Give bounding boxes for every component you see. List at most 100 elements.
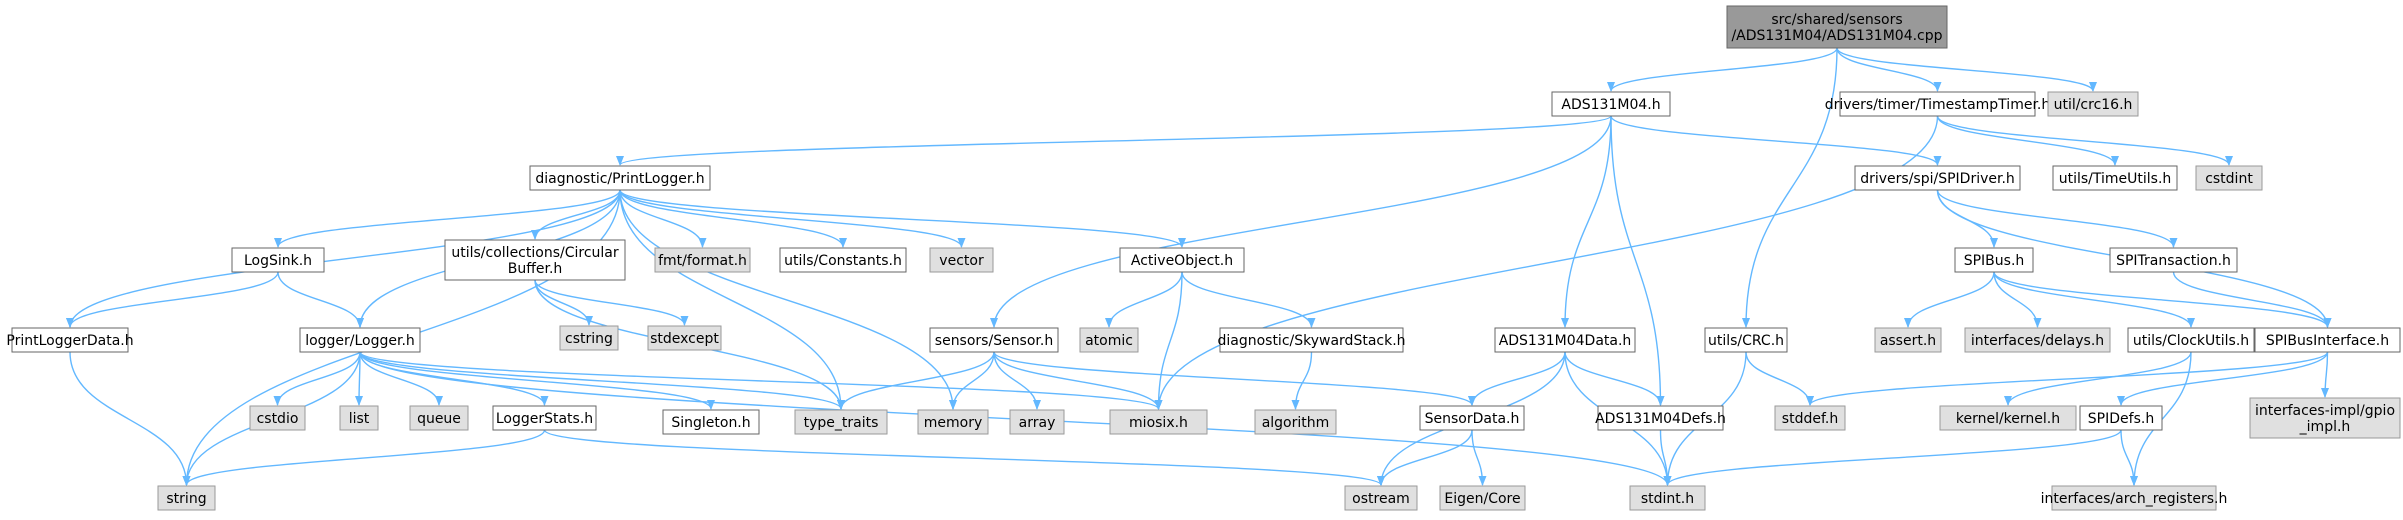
node-box-clockutils_h[interactable] <box>2127 327 2255 353</box>
node-string[interactable]: string <box>157 485 216 511</box>
node-box-kernel_h[interactable] <box>1939 405 2077 431</box>
node-box-ads131m04_h[interactable] <box>1551 91 1671 117</box>
node-box-cstdio[interactable] <box>249 405 306 431</box>
node-box-fmt_format_h[interactable] <box>654 247 751 273</box>
node-box-atomic[interactable] <box>1079 327 1139 353</box>
node-box-printloggerdata_h[interactable] <box>11 327 129 353</box>
node-spidriver_h[interactable]: drivers/spi/SPIDriver.h <box>1854 165 2021 191</box>
node-box-sensordata_h[interactable] <box>1419 405 1525 431</box>
node-list[interactable]: list <box>339 405 379 431</box>
node-box-gpio_impl_h[interactable] <box>2249 397 2401 439</box>
node-box-vector[interactable] <box>929 247 994 273</box>
node-singleton_h[interactable]: Singleton.h <box>662 409 760 435</box>
node-crc16_h[interactable]: util/crc16.h <box>2047 91 2139 117</box>
node-memory[interactable]: memory <box>917 409 989 435</box>
node-timeutils_h[interactable]: utils/TimeUtils.h <box>2052 165 2178 191</box>
node-box-miosix_h[interactable] <box>1109 409 1208 435</box>
node-box-ostream[interactable] <box>1344 485 1418 511</box>
node-box-type_traits[interactable] <box>794 409 888 435</box>
node-box-skywardstack_h[interactable] <box>1219 327 1404 353</box>
node-assert_h[interactable]: assert.h <box>1874 327 1942 353</box>
node-box-cstring[interactable] <box>559 325 619 351</box>
node-box-cstdint[interactable] <box>2195 165 2263 191</box>
node-printloggerdata_h[interactable]: PrintLoggerData.h <box>6 327 134 353</box>
node-box-stdint_h[interactable] <box>1629 485 1706 511</box>
node-box-singleton_h[interactable] <box>662 409 760 435</box>
node-box-stdexcept[interactable] <box>647 325 722 351</box>
node-eigen_core[interactable]: Eigen/Core <box>1439 485 1526 511</box>
node-box-spitransaction_h[interactable] <box>2109 247 2238 273</box>
node-stddef_h[interactable]: stddef.h <box>1774 405 1846 431</box>
node-box-crc16_h[interactable] <box>2047 91 2139 117</box>
node-stdint_h[interactable]: stdint.h <box>1629 485 1706 511</box>
node-box-memory[interactable] <box>917 409 989 435</box>
node-timestamptimer_h[interactable]: drivers/timer/TimestampTimer.h <box>1825 91 2051 117</box>
node-type_traits[interactable]: type_traits <box>794 409 888 435</box>
node-box-crc_h[interactable] <box>1704 327 1788 353</box>
node-spibusinterface_h[interactable]: SPIBusInterface.h <box>2254 327 2401 353</box>
node-skywardstack_h[interactable]: diagnostic/SkywardStack.h <box>1217 327 1406 353</box>
node-box-queue[interactable] <box>409 405 469 431</box>
node-arch_registers_h[interactable]: interfaces/arch_registers.h <box>2041 485 2228 511</box>
node-box-array[interactable] <box>1009 409 1065 435</box>
node-constants_h[interactable]: utils/Constants.h <box>779 247 907 273</box>
node-clockutils_h[interactable]: utils/ClockUtils.h <box>2127 327 2255 353</box>
node-box-logsink_h[interactable] <box>231 247 325 273</box>
node-algorithm[interactable]: algorithm <box>1254 409 1337 435</box>
node-box-timeutils_h[interactable] <box>2052 165 2178 191</box>
node-queue[interactable]: queue <box>409 405 469 431</box>
node-box-constants_h[interactable] <box>779 247 907 273</box>
node-logsink_h[interactable]: LogSink.h <box>231 247 325 273</box>
node-miosix_h[interactable]: miosix.h <box>1109 409 1208 435</box>
node-box-root[interactable] <box>1726 5 1948 49</box>
node-kernel_h[interactable]: kernel/kernel.h <box>1939 405 2077 431</box>
node-box-sensor_h[interactable] <box>929 327 1059 353</box>
node-gpio_impl_h[interactable]: interfaces-impl/gpio_impl.h <box>2249 397 2401 439</box>
node-box-string[interactable] <box>157 485 216 511</box>
node-ads131m04_h[interactable]: ADS131M04.h <box>1551 91 1671 117</box>
node-box-spibus_h[interactable] <box>1954 247 2034 273</box>
node-box-spibusinterface_h[interactable] <box>2254 327 2401 353</box>
node-vector[interactable]: vector <box>929 247 994 273</box>
node-logger_h[interactable]: logger/Logger.h <box>299 327 421 353</box>
node-printlogger_h[interactable]: diagnostic/PrintLogger.h <box>529 165 711 191</box>
node-ads131m04defs_h[interactable]: ADS131M04Defs.h <box>1595 405 1726 431</box>
node-array[interactable]: array <box>1009 409 1065 435</box>
node-delays_h[interactable]: interfaces/delays.h <box>1964 327 2111 353</box>
node-box-circularbuffer_h[interactable] <box>444 239 626 281</box>
node-box-loggerstats_h[interactable] <box>492 405 597 431</box>
node-spidefs_h[interactable]: SPIDefs.h <box>2079 405 2163 431</box>
node-spitransaction_h[interactable]: SPITransaction.h <box>2109 247 2238 273</box>
node-box-ads131m04data_h[interactable] <box>1494 327 1636 353</box>
node-box-ads131m04defs_h[interactable] <box>1597 405 1724 431</box>
node-spibus_h[interactable]: SPIBus.h <box>1954 247 2034 273</box>
node-box-stddef_h[interactable] <box>1774 405 1846 431</box>
node-stdexcept[interactable]: stdexcept <box>647 325 722 351</box>
node-crc_h[interactable]: utils/CRC.h <box>1704 327 1788 353</box>
node-cstdint[interactable]: cstdint <box>2195 165 2263 191</box>
node-box-printlogger_h[interactable] <box>529 165 711 191</box>
node-activeobject_h[interactable]: ActiveObject.h <box>1119 247 1245 273</box>
node-loggerstats_h[interactable]: LoggerStats.h <box>492 405 597 431</box>
node-sensordata_h[interactable]: SensorData.h <box>1419 405 1525 431</box>
node-box-timestamptimer_h[interactable] <box>1839 91 2036 117</box>
node-ads131m04data_h[interactable]: ADS131M04Data.h <box>1494 327 1636 353</box>
node-ostream[interactable]: ostream <box>1344 485 1418 511</box>
node-fmt_format_h[interactable]: fmt/format.h <box>654 247 751 273</box>
node-box-activeobject_h[interactable] <box>1119 247 1245 273</box>
node-box-eigen_core[interactable] <box>1439 485 1526 511</box>
node-cstring[interactable]: cstring <box>559 325 619 351</box>
node-box-delays_h[interactable] <box>1964 327 2111 353</box>
node-box-arch_registers_h[interactable] <box>2051 485 2217 511</box>
node-box-spidefs_h[interactable] <box>2079 405 2163 431</box>
node-box-list[interactable] <box>339 405 379 431</box>
node-box-assert_h[interactable] <box>1874 327 1942 353</box>
node-cstdio[interactable]: cstdio <box>249 405 306 431</box>
node-box-spidriver_h[interactable] <box>1854 165 2021 191</box>
node-sensor_h[interactable]: sensors/Sensor.h <box>929 327 1059 353</box>
node-box-algorithm[interactable] <box>1254 409 1337 435</box>
node-root[interactable]: src/shared/sensors/ADS131M04/ADS131M04.c… <box>1726 5 1948 49</box>
node-box-logger_h[interactable] <box>299 327 421 353</box>
node-atomic[interactable]: atomic <box>1079 327 1139 353</box>
